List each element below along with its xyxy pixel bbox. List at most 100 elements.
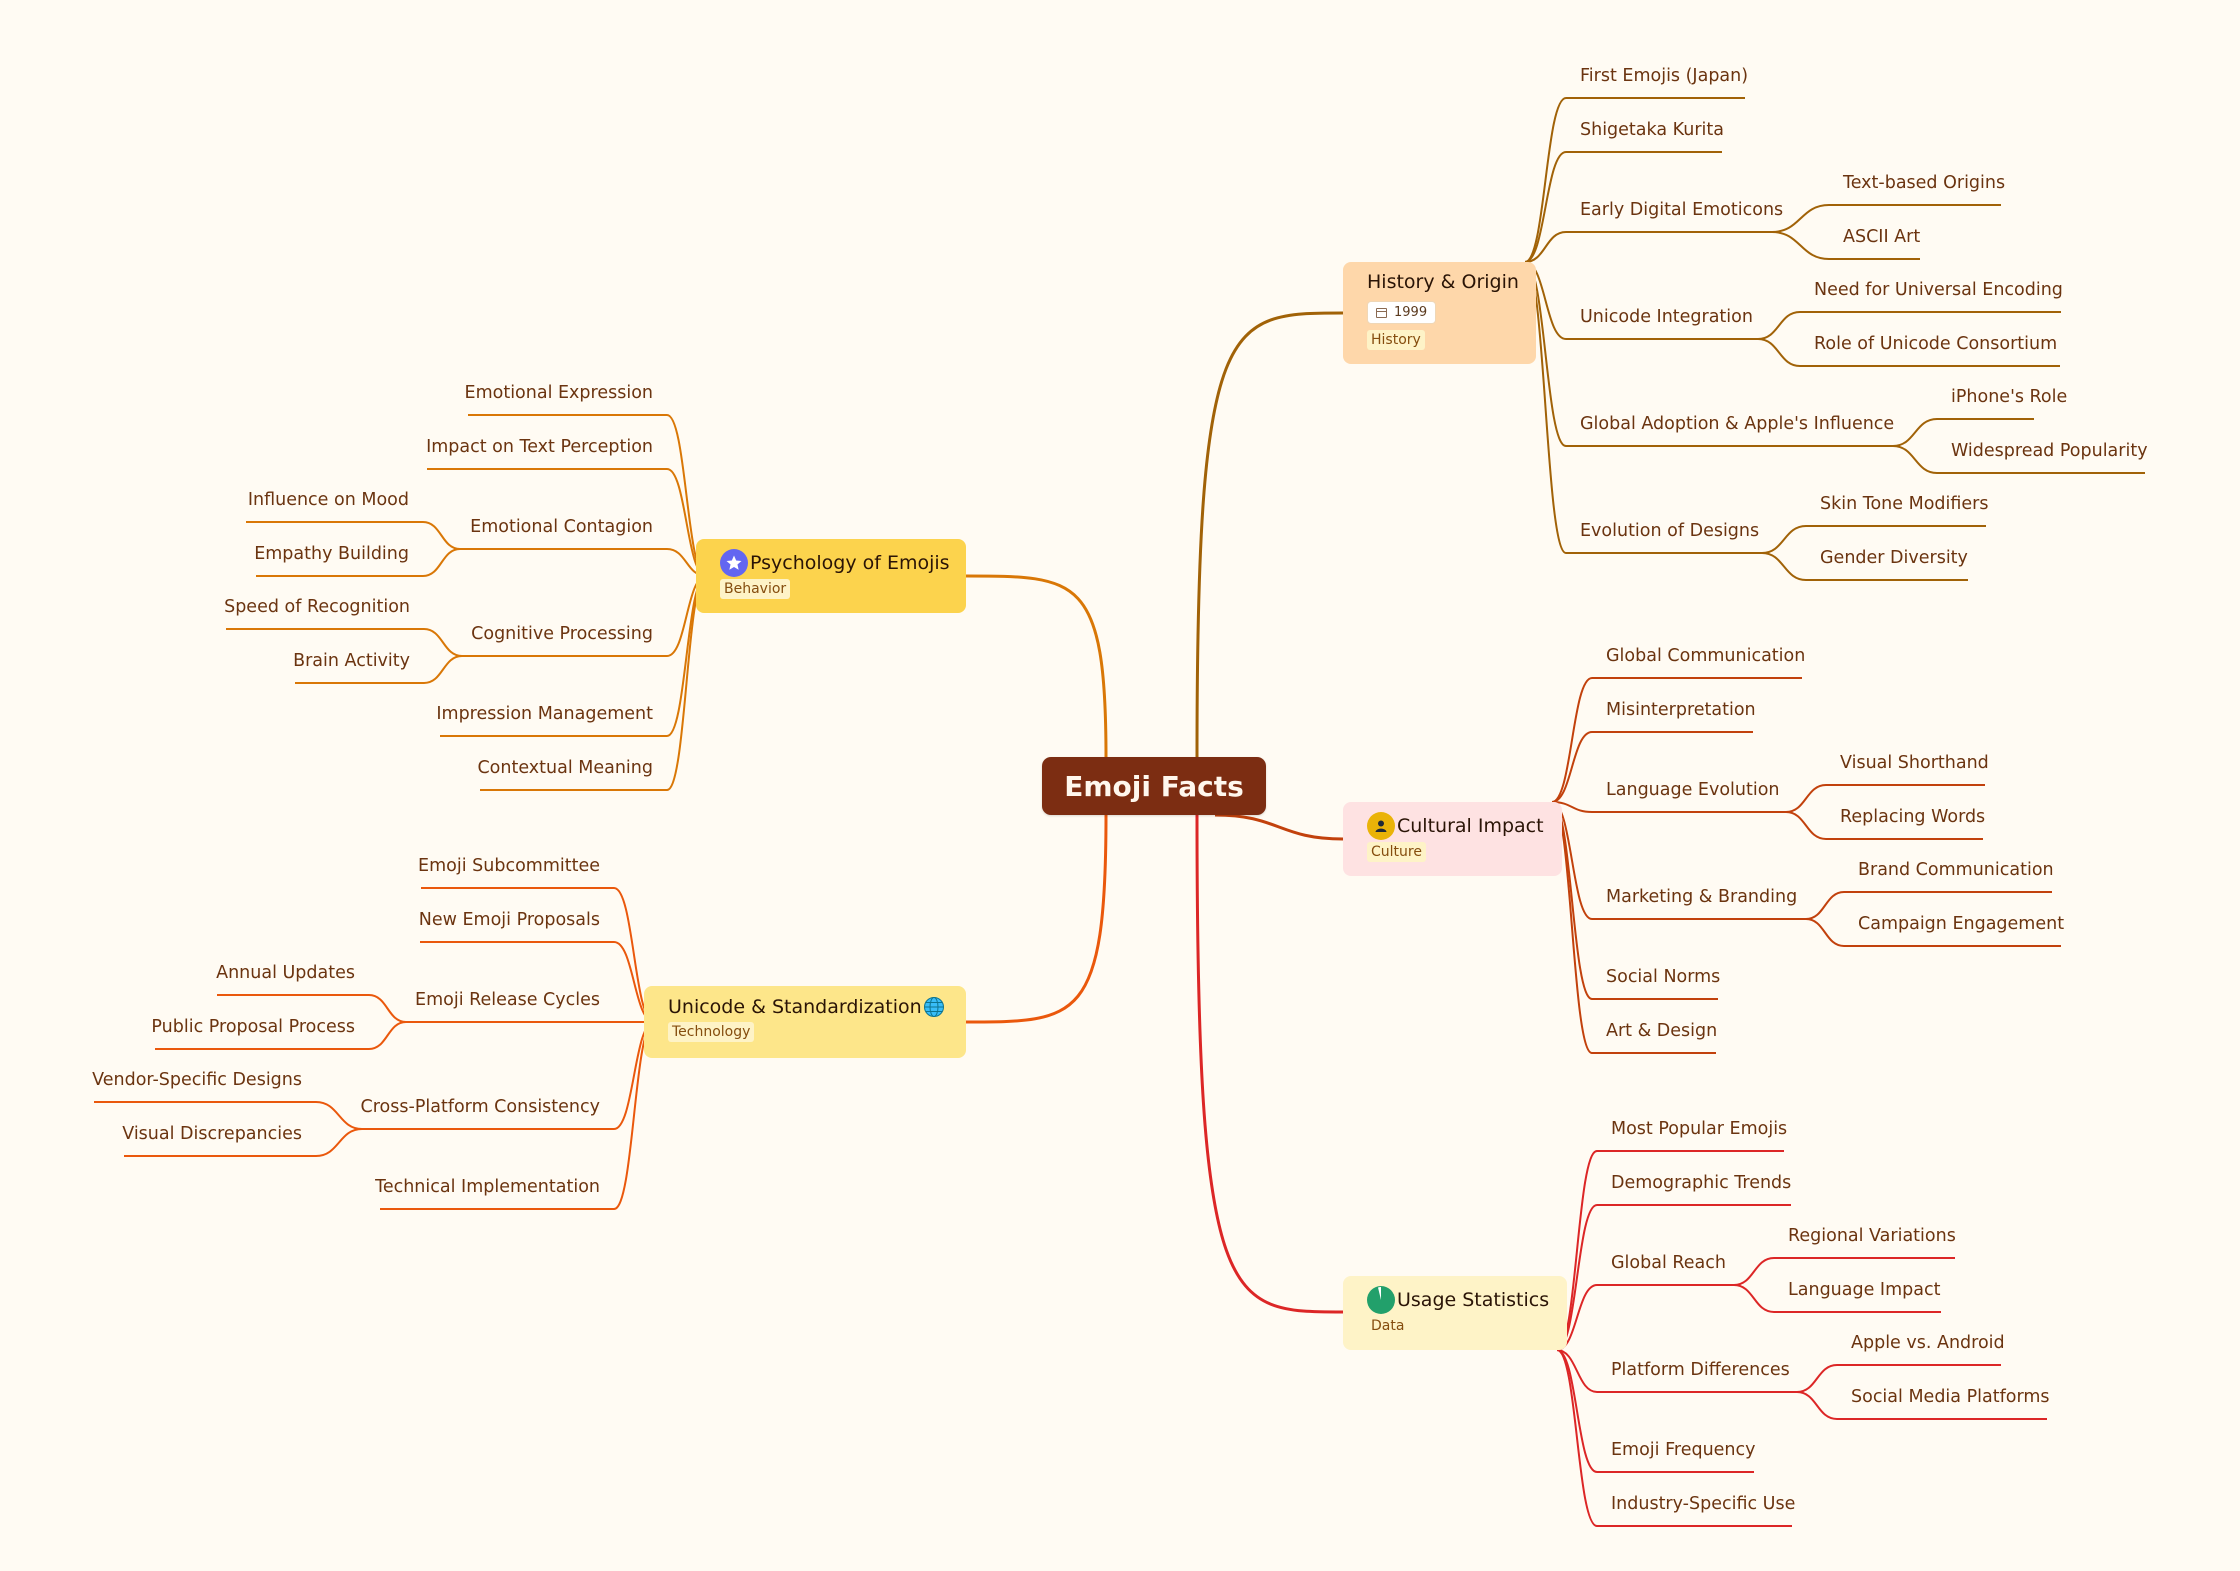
connector-curve	[1771, 204, 1830, 233]
person-icon	[1367, 812, 1395, 840]
leaf-empathy-building[interactable]: Empathy Building	[254, 544, 409, 564]
connector-curve	[1733, 1284, 1775, 1313]
connector-curve	[315, 1101, 363, 1130]
leaf-iphone-role[interactable]: iPhone's Role	[1951, 387, 2068, 407]
branch-history[interactable]: History & Origin 1999 History	[1343, 262, 1536, 364]
connector-curve	[1556, 1349, 1598, 1473]
leaf-ascii-art[interactable]: ASCII Art	[1843, 227, 1921, 247]
leaf-language-evolution[interactable]: Language Evolution	[1606, 780, 1780, 800]
calendar-icon	[1376, 307, 1387, 318]
leaf-campaign-engagement[interactable]: Campaign Engagement	[1858, 914, 2065, 934]
leaf-role-unicode-consortium[interactable]: Role of Unicode Consortium	[1814, 334, 2058, 354]
leaf-social-norms[interactable]: Social Norms	[1606, 967, 1721, 987]
branch-title: Cultural Impact	[1397, 815, 1544, 837]
leaf-impression-management[interactable]: Impression Management	[436, 704, 653, 724]
leaf-social-media-platforms[interactable]: Social Media Platforms	[1851, 1387, 2050, 1407]
branch-title: Psychology of Emojis	[750, 552, 950, 574]
connector-curve	[1214, 813, 1344, 841]
pie-chart-icon	[1367, 1286, 1395, 1314]
connector-curve	[1796, 1364, 1838, 1393]
leaf-emotional-expression[interactable]: Emotional Expression	[464, 383, 653, 403]
branch-usage[interactable]: Usage Statistics Data	[1343, 1276, 1567, 1350]
connector-curve	[1195, 311, 1344, 758]
connector-curve	[422, 548, 461, 577]
connector-curve	[422, 521, 461, 550]
leaf-apple-vs-android[interactable]: Apple vs. Android	[1851, 1333, 2005, 1353]
connector-curve	[423, 628, 463, 657]
leaf-evolution-of-designs[interactable]: Evolution of Designs	[1580, 521, 1760, 541]
connector-curve	[965, 814, 1108, 1024]
leaf-emotional-contagion[interactable]: Emotional Contagion	[470, 517, 653, 537]
leaf-cognitive-processing[interactable]: Cognitive Processing	[471, 624, 653, 644]
leaf-contextual-meaning[interactable]: Contextual Meaning	[477, 758, 653, 778]
leaf-first-emojis[interactable]: First Emojis (Japan)	[1580, 66, 1749, 86]
leaf-language-impact[interactable]: Language Impact	[1788, 1280, 1941, 1300]
connector-curve	[368, 994, 407, 1023]
leaf-vendor-specific-designs[interactable]: Vendor-Specific Designs	[92, 1070, 302, 1090]
globe-icon	[923, 996, 945, 1018]
connector-curve	[1556, 1349, 1598, 1527]
leaf-widespread-popularity[interactable]: Widespread Popularity	[1951, 441, 2148, 461]
branch-title: History & Origin	[1367, 271, 1519, 293]
branch-psychology[interactable]: Psychology of Emojis Behavior	[696, 539, 966, 613]
leaf-brand-communication[interactable]: Brand Communication	[1858, 860, 2054, 880]
leaf-early-digital-emoticons[interactable]: Early Digital Emoticons	[1580, 200, 1784, 220]
leaf-regional-variations[interactable]: Regional Variations	[1788, 1226, 1956, 1246]
tag-badge: Culture	[1367, 842, 1426, 862]
leaf-brain-activity[interactable]: Brain Activity	[293, 651, 410, 671]
connector-curve	[1757, 338, 1801, 367]
leaf-marketing-branding[interactable]: Marketing & Branding	[1606, 887, 1798, 907]
leaf-influence-on-mood[interactable]: Influence on Mood	[247, 490, 409, 510]
leaf-global-reach[interactable]: Global Reach	[1611, 1253, 1726, 1273]
branch-unicode[interactable]: Unicode & Standardization Technology	[644, 986, 966, 1058]
leaf-platform-differences[interactable]: Platform Differences	[1611, 1360, 1790, 1380]
leaf-emoji-subcommittee[interactable]: Emoji Subcommittee	[418, 856, 600, 876]
connector-curve	[1761, 525, 1807, 554]
branch-cultural[interactable]: Cultural Impact Culture	[1343, 802, 1562, 876]
leaf-visual-shorthand[interactable]: Visual Shorthand	[1840, 753, 1989, 773]
connector-curve	[1796, 1391, 1838, 1420]
tag-badge: Technology	[668, 1022, 755, 1042]
connector-curve	[1195, 814, 1344, 1314]
leaf-most-popular-emojis[interactable]: Most Popular Emojis	[1611, 1119, 1788, 1139]
connector-curve	[1771, 231, 1830, 260]
leaf-misinterpretation[interactable]: Misinterpretation	[1606, 700, 1756, 720]
leaf-impact-text-perception[interactable]: Impact on Text Perception	[426, 437, 653, 457]
leaf-art-design[interactable]: Art & Design	[1606, 1021, 1718, 1041]
connector-curve	[1757, 311, 1801, 340]
leaf-cross-platform-consistency[interactable]: Cross-Platform Consistency	[360, 1097, 600, 1117]
leaf-gender-diversity[interactable]: Gender Diversity	[1820, 548, 1968, 568]
leaf-global-adoption[interactable]: Global Adoption & Apple's Influence	[1580, 414, 1895, 434]
leaf-public-proposal-process[interactable]: Public Proposal Process	[151, 1017, 355, 1037]
leaf-text-based-origins[interactable]: Text-based Origins	[1843, 173, 2006, 193]
connector-curve	[1805, 891, 1845, 920]
leaf-emoji-frequency[interactable]: Emoji Frequency	[1611, 1440, 1756, 1460]
root-node[interactable]: Emoji Facts	[1042, 757, 1266, 815]
connector-curve	[1556, 1349, 1598, 1393]
leaf-unicode-integration[interactable]: Unicode Integration	[1580, 307, 1753, 327]
leaf-need-universal-encoding[interactable]: Need for Universal Encoding	[1814, 280, 2063, 300]
leaf-annual-updates[interactable]: Annual Updates	[216, 963, 355, 983]
leaf-visual-discrepancies[interactable]: Visual Discrepancies	[122, 1124, 302, 1144]
connector-curve	[1892, 418, 1938, 447]
connector-curve	[1785, 811, 1827, 840]
connector-curve	[1551, 677, 1593, 803]
connector-curve	[1785, 784, 1827, 813]
connector-curve	[1524, 97, 1567, 263]
connector-curve	[1805, 918, 1845, 947]
leaf-shigetaka-kurita[interactable]: Shigetaka Kurita	[1580, 120, 1724, 140]
leaf-industry-specific-use[interactable]: Industry-Specific Use	[1611, 1494, 1796, 1514]
branch-title: Usage Statistics	[1397, 1289, 1550, 1311]
leaf-demographic-trends[interactable]: Demographic Trends	[1611, 1173, 1792, 1193]
tag-badge: Data	[1371, 1318, 1405, 1334]
connector-curve	[1524, 151, 1567, 263]
leaf-replacing-words[interactable]: Replacing Words	[1840, 807, 1986, 827]
leaf-new-emoji-proposals[interactable]: New Emoji Proposals	[418, 910, 600, 930]
leaf-speed-of-recognition[interactable]: Speed of Recognition	[224, 597, 410, 617]
leaf-global-communication[interactable]: Global Communication	[1606, 646, 1806, 666]
connector-curve	[1551, 731, 1593, 803]
leaf-skin-tone-modifiers[interactable]: Skin Tone Modifiers	[1820, 494, 1989, 514]
leaf-technical-implementation[interactable]: Technical Implementation	[375, 1177, 600, 1197]
connector-curve	[315, 1128, 363, 1157]
leaf-emoji-release-cycles[interactable]: Emoji Release Cycles	[415, 990, 600, 1010]
